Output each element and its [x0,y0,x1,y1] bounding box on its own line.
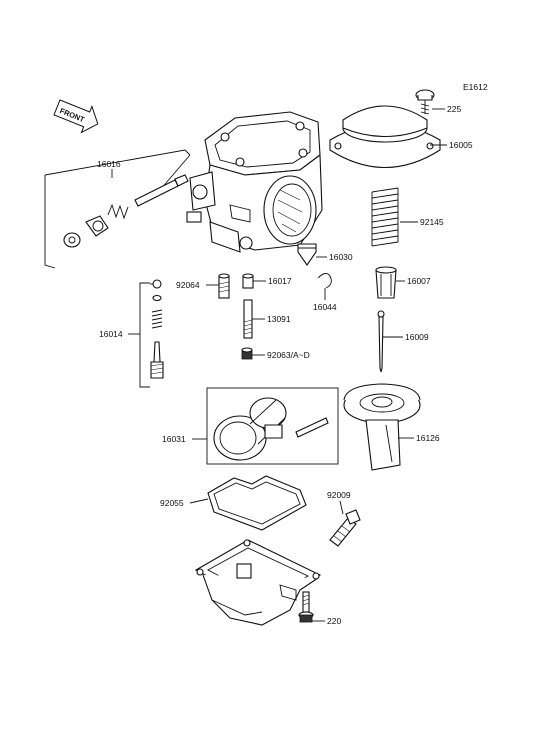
part-16005-top-cover [329,105,441,169]
part-16014-group [139,279,164,388]
label-16017: 16017 [268,276,292,286]
part-13091-needle-jet [243,299,253,339]
part-16030-float-valve [297,243,317,266]
label-92145: 92145 [420,217,444,227]
part-16017-jet-holder [242,273,254,289]
leader-lines [111,108,447,622]
part-220-screw [298,591,314,623]
part-16031-float [206,387,339,465]
label-92064: 92064 [176,280,200,290]
part-16044-clip [317,273,332,289]
diagram-code: E1612 [463,82,488,92]
label-16030: 16030 [329,252,353,262]
label-16016: 16016 [97,159,121,169]
part-92064-jet [218,273,230,299]
carburetor-body [186,111,323,253]
part-92009-screw [329,509,361,547]
part-92145-spring [371,187,399,247]
label-16009: 16009 [405,332,429,342]
part-92063-main-jet [241,347,253,360]
label-16031: 16031 [162,434,186,444]
label-13091: 13091 [267,314,291,324]
label-92055: 92055 [160,498,184,508]
label-16126: 16126 [416,433,440,443]
label-225: 225 [447,104,461,114]
part-labels: 225 16005 16016 92145 16030 92064 16017 … [97,104,473,626]
part-16016-assembly [44,149,191,269]
part-92055-gasket [207,475,307,531]
part-16007-holder [375,266,397,299]
label-92063: 92063/A~D [267,350,310,360]
label-92009: 92009 [327,490,351,500]
part-225-screw [415,89,435,115]
label-220: 220 [327,616,341,626]
part-16009-jet-needle [377,310,385,373]
label-16007: 16007 [407,276,431,286]
label-16005: 16005 [449,140,473,150]
float-bowl [194,539,322,626]
label-16014: 16014 [99,329,123,339]
label-16044: 16044 [313,302,337,312]
part-16126-slide [343,383,421,471]
front-arrow-icon: FRONT [53,99,99,134]
